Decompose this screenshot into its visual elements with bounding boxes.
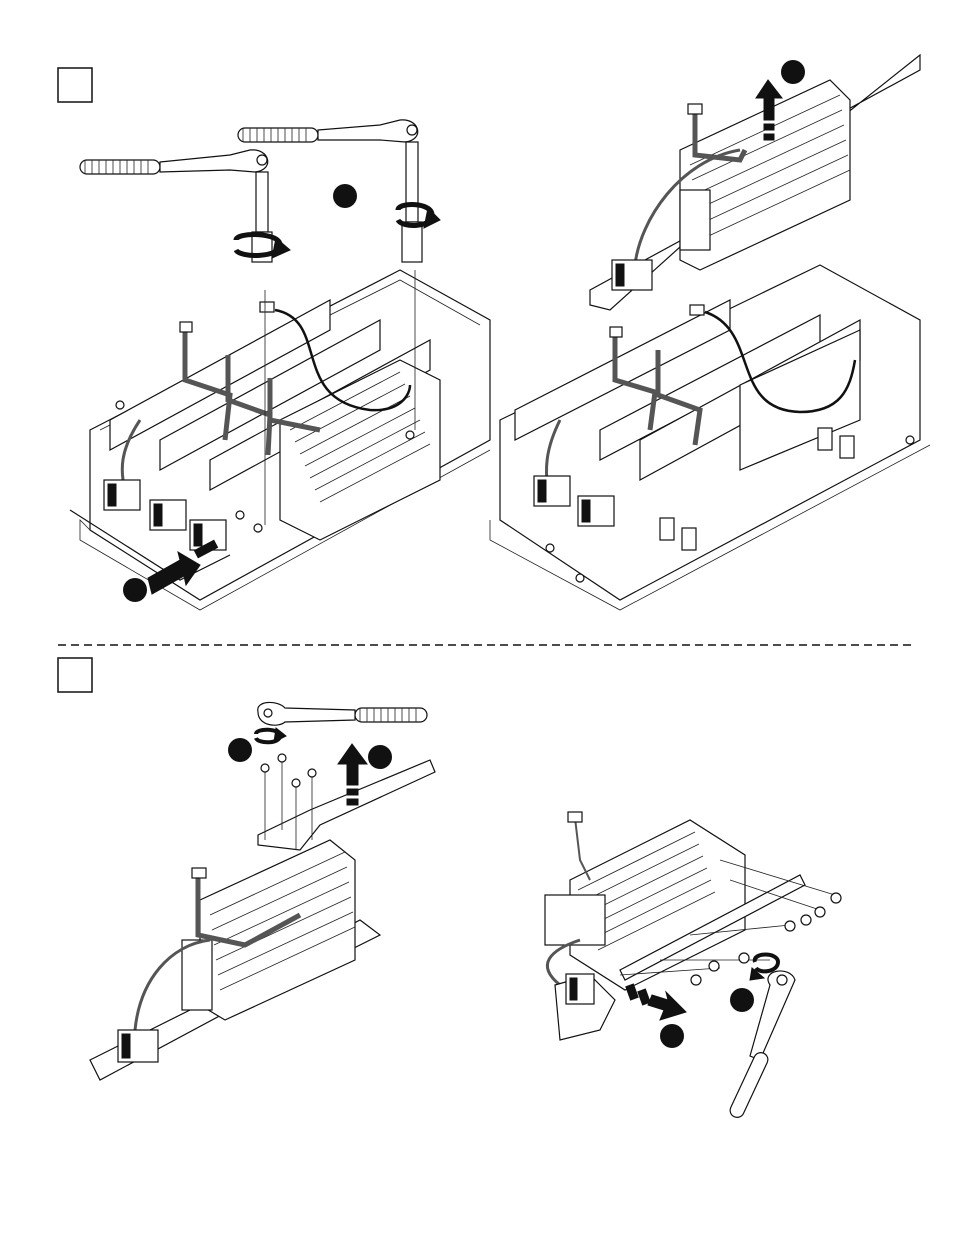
pull-arrow-icon <box>148 540 218 594</box>
right-assembly-lifted-module <box>590 55 920 310</box>
callout-marker <box>781 60 805 84</box>
callout-marker <box>368 745 392 769</box>
right-assembly-base <box>490 265 930 610</box>
step-box-a <box>58 68 92 102</box>
ratchet-wrench-icon <box>80 150 272 262</box>
rotate-arrow-icon <box>398 205 440 228</box>
lower-left-module <box>90 754 435 1080</box>
callout-marker <box>123 578 147 602</box>
lower-right-module <box>545 812 841 1040</box>
step-box-b <box>58 658 92 692</box>
callout-marker <box>228 738 252 762</box>
rotate-arrow-icon <box>256 728 286 742</box>
ratchet-wrench-icon <box>258 702 427 725</box>
callout-marker <box>333 184 357 208</box>
callout-marker <box>660 1024 684 1048</box>
callout-marker <box>730 988 754 1012</box>
slide-arrow-icon <box>626 984 686 1020</box>
left-assembly-top <box>70 270 490 610</box>
